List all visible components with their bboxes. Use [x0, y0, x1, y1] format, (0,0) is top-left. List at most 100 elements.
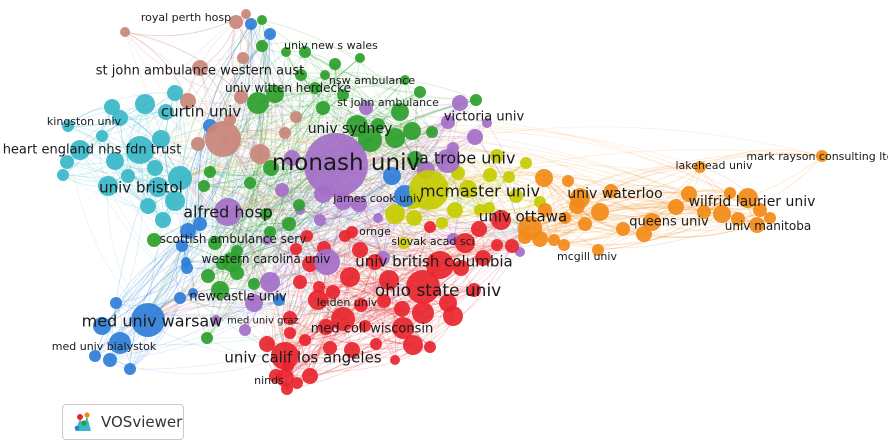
- network-node[interactable]: [453, 260, 469, 276]
- network-node[interactable]: [96, 130, 108, 142]
- network-node-mark-rayson-consulting-ltd[interactable]: [816, 150, 828, 162]
- network-node[interactable]: [455, 233, 475, 253]
- node-label-univ-sydney[interactable]: univ sydney: [308, 121, 393, 137]
- network-node[interactable]: [443, 306, 463, 326]
- network-node[interactable]: [244, 177, 256, 189]
- network-node[interactable]: [290, 111, 302, 123]
- network-node[interactable]: [165, 191, 185, 211]
- network-node[interactable]: [383, 167, 401, 185]
- network-node[interactable]: [559, 212, 571, 224]
- network-node-western-carolina-univ[interactable]: [222, 252, 242, 272]
- network-node-curtin-univ[interactable]: [205, 121, 241, 157]
- network-node[interactable]: [467, 283, 481, 297]
- network-node[interactable]: [359, 320, 371, 332]
- network-node[interactable]: [140, 198, 156, 214]
- network-node[interactable]: [538, 203, 552, 217]
- network-node[interactable]: [592, 244, 604, 256]
- network-node[interactable]: [379, 270, 399, 290]
- network-node[interactable]: [318, 319, 334, 335]
- network-node[interactable]: [245, 18, 257, 30]
- node-label-alfred-hosp[interactable]: alfred hosp: [183, 203, 273, 222]
- network-node[interactable]: [188, 288, 198, 298]
- network-node[interactable]: [204, 166, 216, 178]
- network-node-univ-ottawa[interactable]: [518, 216, 542, 240]
- network-node[interactable]: [558, 239, 570, 251]
- network-node[interactable]: [263, 160, 279, 176]
- network-node-heart-england-nhs-fdn-trust[interactable]: [70, 140, 90, 160]
- network-node[interactable]: [697, 205, 711, 219]
- network-node[interactable]: [367, 254, 383, 270]
- node-label-med-univ-bialystok[interactable]: med univ bialystok: [52, 340, 157, 353]
- network-node[interactable]: [245, 294, 263, 312]
- network-node-alfred-hosp[interactable]: [214, 198, 242, 226]
- node-label-mark-rayson-consulting-ltd[interactable]: mark rayson consulting ltd: [746, 150, 888, 163]
- node-label-med-univ-warsaw[interactable]: med univ warsaw: [82, 312, 223, 331]
- network-node[interactable]: [57, 169, 69, 181]
- network-node[interactable]: [241, 9, 251, 19]
- network-node[interactable]: [273, 294, 285, 306]
- network-node[interactable]: [562, 175, 574, 187]
- network-node-newcastle-univ[interactable]: [211, 281, 229, 299]
- network-node[interactable]: [441, 115, 455, 129]
- network-node[interactable]: [89, 350, 101, 362]
- node-label-victoria-univ[interactable]: victoria univ: [444, 110, 525, 125]
- network-node[interactable]: [237, 52, 249, 64]
- node-label-james-cook-univ[interactable]: james cook univ: [332, 192, 423, 205]
- node-label-univ-ottawa[interactable]: univ ottawa: [479, 207, 567, 225]
- network-node[interactable]: [180, 223, 196, 239]
- network-node[interactable]: [257, 15, 267, 25]
- network-node[interactable]: [308, 290, 328, 310]
- network-node-queens-univ[interactable]: [643, 213, 661, 231]
- node-label-univ-manitoba[interactable]: univ manitoba: [725, 219, 811, 233]
- node-label-la-trobe-univ[interactable]: la trobe univ: [415, 149, 516, 168]
- network-node[interactable]: [482, 118, 492, 128]
- network-node[interactable]: [282, 217, 296, 231]
- network-node[interactable]: [337, 89, 349, 101]
- network-node-univ-bristol[interactable]: [148, 177, 168, 197]
- network-node[interactable]: [316, 101, 330, 115]
- network-node[interactable]: [604, 184, 618, 198]
- network-node[interactable]: [467, 129, 483, 145]
- network-node[interactable]: [193, 217, 207, 231]
- network-node[interactable]: [668, 199, 684, 215]
- network-node[interactable]: [520, 157, 532, 169]
- network-node[interactable]: [295, 69, 307, 81]
- network-node[interactable]: [168, 166, 192, 190]
- network-node[interactable]: [124, 363, 136, 375]
- network-node[interactable]: [260, 272, 280, 292]
- node-label-lakehead-univ[interactable]: lakehead univ: [675, 159, 753, 172]
- network-node[interactable]: [377, 294, 391, 308]
- network-node[interactable]: [475, 250, 491, 266]
- network-node-univ-waterloo[interactable]: [570, 188, 590, 208]
- network-node[interactable]: [371, 118, 385, 132]
- node-label-western-carolina-univ[interactable]: western carolina univ: [202, 252, 331, 266]
- network-node[interactable]: [260, 208, 272, 220]
- network-node[interactable]: [436, 217, 448, 229]
- network-node[interactable]: [505, 239, 519, 253]
- network-node[interactable]: [121, 169, 135, 183]
- node-label-mcgill-univ[interactable]: mcgill univ: [557, 250, 617, 263]
- network-node[interactable]: [471, 221, 487, 237]
- network-node-st-john-ambulance[interactable]: [391, 103, 409, 121]
- network-node[interactable]: [320, 70, 330, 80]
- network-node[interactable]: [174, 292, 186, 304]
- network-node[interactable]: [352, 242, 368, 258]
- network-node[interactable]: [176, 240, 188, 252]
- node-label-scottish-ambulance-serv[interactable]: scottish ambulance serv: [160, 232, 307, 246]
- network-node[interactable]: [299, 46, 311, 58]
- network-node[interactable]: [474, 204, 486, 216]
- network-node[interactable]: [459, 180, 477, 198]
- network-node-med-univ-bialystok[interactable]: [109, 332, 131, 354]
- network-node[interactable]: [291, 377, 303, 389]
- network-node[interactable]: [331, 307, 355, 331]
- network-node[interactable]: [470, 94, 482, 106]
- network-node-royal-perth-hosp[interactable]: [229, 15, 243, 29]
- network-node[interactable]: [211, 315, 221, 325]
- network-node[interactable]: [535, 169, 553, 187]
- network-node[interactable]: [483, 202, 495, 214]
- node-label-nsw-ambulance[interactable]: nsw ambulance: [329, 74, 415, 87]
- network-node[interactable]: [424, 221, 436, 233]
- network-node[interactable]: [390, 355, 400, 365]
- network-node[interactable]: [275, 183, 289, 197]
- network-node-lakehead-univ[interactable]: [694, 161, 706, 173]
